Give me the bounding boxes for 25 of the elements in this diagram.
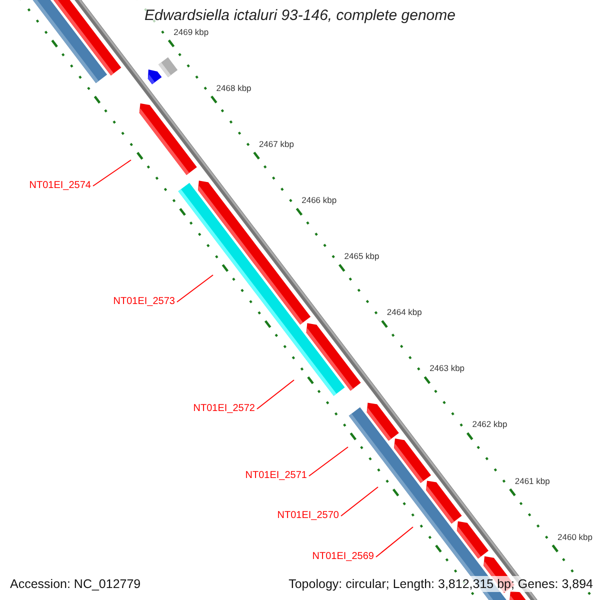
- tick-label: 2467 kbp: [258, 138, 294, 149]
- gene-label: NT01EI_2572: [193, 403, 255, 415]
- title: Edwardsiella ictaluri 93-146, complete genome: [144, 7, 456, 24]
- gene-label: NT01EI_2571: [245, 470, 307, 482]
- tick-label: 2461 kbp: [514, 476, 550, 486]
- leader-line: [376, 526, 414, 558]
- tick-label: 2469 kbp: [174, 26, 209, 37]
- leader-line: [92, 160, 132, 186]
- tick-label: 2466 kbp: [302, 194, 337, 205]
- leader-line: [256, 380, 294, 410]
- gene-label: NT01EI_2569: [312, 551, 374, 563]
- tick-label: 2464 kbp: [386, 307, 422, 318]
- leader-line: [308, 446, 348, 476]
- tick-label: 2462 kbp: [472, 419, 508, 430]
- tick-label: 2463 kbp: [430, 363, 465, 374]
- tick-label: 2468 kbp: [216, 82, 252, 93]
- tick-label: 2465 kbp: [344, 251, 380, 262]
- tick-label: 2460 kbp: [558, 532, 592, 542]
- genome-info-text: Topology: circular; Length: 3,812,315 bp; Genes: 3,894: [286, 576, 595, 592]
- accession-text: Accession: NC_012779: [8, 576, 143, 592]
- leader-line: [340, 486, 378, 516]
- leader-line: [176, 274, 214, 302]
- gene-label: NT01EI_2570: [277, 510, 339, 522]
- gene-label: NT01EI_2573: [113, 296, 175, 308]
- gene-label: NT01EI_2574: [29, 180, 91, 192]
